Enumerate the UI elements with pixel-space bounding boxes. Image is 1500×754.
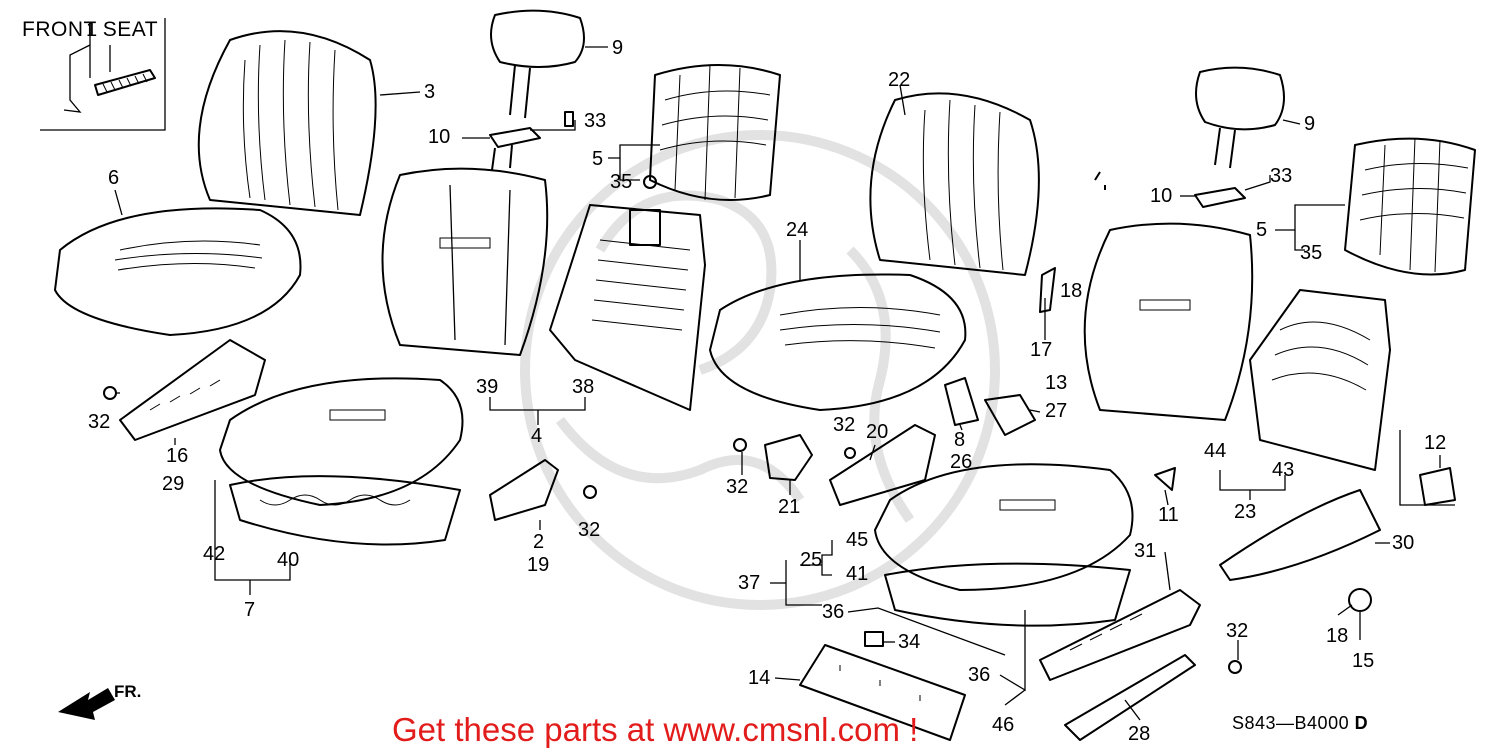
callout-31: 31	[1134, 540, 1157, 562]
callout-9-right: 9	[1304, 113, 1316, 135]
callout-33-right: 33	[1270, 165, 1293, 187]
leader-lines	[89, 28, 1455, 721]
callout-32-b: 32	[833, 414, 856, 436]
callout-39: 39	[476, 376, 499, 398]
brackets	[489, 267, 1056, 521]
callout-35-right: 35	[1300, 242, 1323, 264]
callout-4: 4	[531, 425, 543, 447]
callout-26: 26	[950, 451, 973, 473]
back-panel-right	[1344, 137, 1476, 276]
callout-9: 9	[612, 37, 624, 59]
callout-32-e: 32	[1226, 620, 1249, 642]
seat-assembly-right	[874, 463, 1134, 627]
callout-19: 19	[527, 554, 550, 576]
callout-15: 15	[1352, 650, 1375, 672]
callout-5: 5	[592, 148, 604, 170]
seat-assembly-left	[219, 377, 464, 546]
callout-25: 25	[800, 549, 823, 571]
callout-38: 38	[572, 376, 595, 398]
seat-track-left	[119, 339, 266, 441]
callout-36: 36	[822, 601, 845, 623]
trim-cover	[799, 644, 966, 741]
front-direction-arrow	[58, 688, 115, 720]
callout-34: 34	[898, 631, 921, 653]
back-panel-left	[643, 64, 781, 201]
callout-28: 28	[1128, 723, 1151, 745]
callout-16: 16	[166, 445, 189, 467]
callout-10-right: 10	[1150, 185, 1173, 207]
callout-41: 41	[846, 563, 869, 585]
callout-13: 13	[1045, 372, 1068, 394]
rails-right	[1039, 489, 1381, 741]
callout-29: 29	[162, 473, 185, 495]
seatback-springs-right	[1249, 289, 1391, 471]
clip-inset	[40, 18, 166, 131]
callout-20: 20	[866, 421, 889, 443]
callout-43: 43	[1272, 459, 1295, 481]
callout-32-d: 32	[578, 519, 601, 541]
callout-7: 7	[244, 599, 256, 621]
callout-10: 10	[428, 126, 451, 148]
callout-45: 45	[846, 529, 869, 551]
callout-40: 40	[277, 549, 300, 571]
callout-24: 24	[786, 219, 809, 241]
callout-18-b: 18	[1326, 625, 1349, 647]
callout-21: 21	[778, 496, 801, 518]
callout-35: 35	[610, 171, 633, 193]
callout-6: 6	[108, 167, 120, 189]
callout-18: 18	[1060, 280, 1083, 302]
callout-32: 32	[88, 411, 111, 433]
seatback-cover-right	[869, 92, 1040, 276]
seat-cushion-cover-left	[54, 207, 302, 336]
callout-17: 17	[1030, 339, 1053, 361]
callout-33: 33	[584, 110, 607, 132]
seatback-frame-right	[1083, 222, 1254, 421]
seatback-cover-left	[197, 30, 377, 216]
headrest-right	[1194, 66, 1285, 208]
callout-22: 22	[888, 69, 911, 91]
callout-46: 46	[992, 714, 1015, 736]
small-parts	[103, 171, 1456, 674]
callout-36-b: 36	[968, 664, 991, 686]
callout-32-c: 32	[726, 476, 749, 498]
diagram-code-suffix: D	[1354, 713, 1369, 733]
diagram-code: S843—B4000 D	[1232, 713, 1368, 733]
callout-3: 3	[424, 81, 436, 103]
callout-11: 11	[1158, 504, 1179, 526]
watermark-logo	[520, 130, 1000, 610]
callout-42: 42	[203, 543, 226, 565]
diagram-code-number: S843—B4000	[1232, 713, 1350, 733]
callout-30: 30	[1392, 532, 1415, 554]
diagram-title: FRONT SEAT	[22, 18, 159, 41]
callout-44: 44	[1204, 440, 1227, 462]
callout-2: 2	[533, 531, 545, 553]
callout-8: 8	[954, 429, 966, 451]
seatback-frame-mid	[381, 167, 549, 356]
promo-banner-link[interactable]: Get these parts at www.cmsnl.com !	[392, 711, 919, 748]
seatback-springs-mid	[549, 204, 706, 411]
callout-23: 23	[1234, 501, 1257, 523]
callout-37: 37	[738, 572, 761, 594]
headrest-left	[489, 9, 585, 171]
seat-cushion-cover-right	[709, 273, 967, 411]
callout-5-right: 5	[1256, 219, 1268, 241]
callout-12: 12	[1424, 432, 1447, 454]
callout-1: 1	[86, 19, 98, 41]
callout-14: 14	[748, 667, 771, 689]
direction-label: FR.	[114, 682, 142, 701]
callout-27: 27	[1045, 400, 1068, 422]
